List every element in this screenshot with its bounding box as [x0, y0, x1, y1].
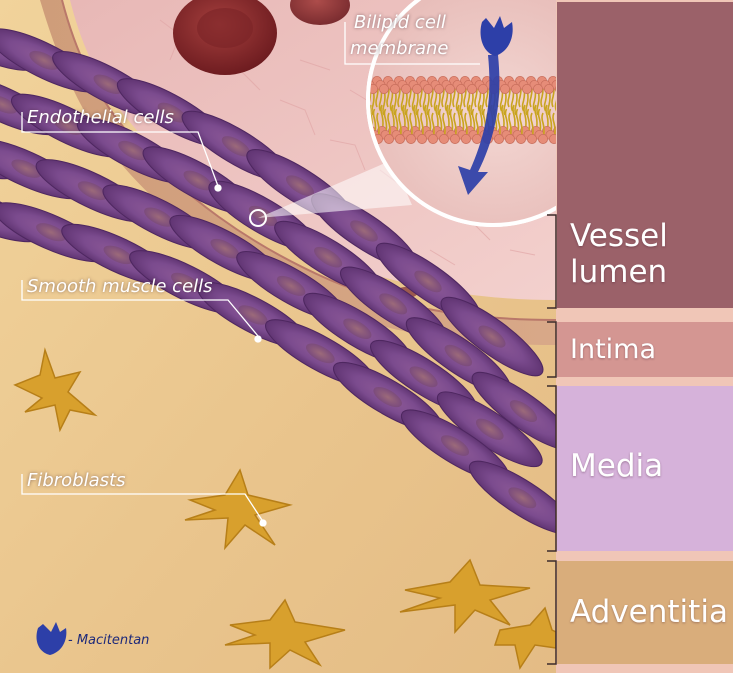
- label-smooth-muscle-cells: Smooth muscle cells: [27, 276, 213, 297]
- lipid-head: [395, 134, 404, 143]
- lipid-head: [505, 134, 514, 143]
- lipid-head: [439, 134, 448, 143]
- lipid-head: [472, 134, 481, 143]
- layer-label-vessel: Vessel: [570, 218, 668, 254]
- lipid-head: [544, 84, 553, 93]
- lipid-head: [406, 134, 415, 143]
- lipid-head: [384, 134, 393, 143]
- lipid-head: [428, 134, 437, 143]
- lipid-head: [511, 84, 520, 93]
- lipid-head: [522, 84, 531, 93]
- lipid-head: [450, 134, 459, 143]
- lipid-head: [445, 84, 454, 93]
- lipid-head: [417, 134, 426, 143]
- lipid-head: [423, 84, 432, 93]
- lipid-head: [494, 134, 503, 143]
- label-fibroblasts: Fibroblasts: [27, 470, 125, 491]
- lipid-head: [538, 134, 547, 143]
- label-bilipid-line1: Bilipid cell: [354, 12, 446, 33]
- label-bilipid-line2: membrane: [350, 38, 448, 59]
- lipid-head: [467, 84, 476, 93]
- layer-label-lumen: lumen: [570, 254, 667, 290]
- lipid-head: [500, 84, 509, 93]
- lipid-head: [461, 134, 470, 143]
- lipid-head: [478, 84, 487, 93]
- lipid-head: [390, 84, 399, 93]
- label-endothelial-cells: Endothelial cells: [27, 107, 174, 128]
- layer-label-media: Media: [570, 448, 663, 484]
- lipid-head: [533, 84, 542, 93]
- lipid-head: [412, 84, 421, 93]
- lipid-head: [456, 84, 465, 93]
- lipid-head: [401, 84, 410, 93]
- legend-macitentan-label: - Macitentan: [68, 633, 149, 648]
- lipid-head: [527, 134, 536, 143]
- lipid-head: [434, 84, 443, 93]
- lipid-head: [516, 134, 525, 143]
- layer-label-adventitia: Adventitia: [570, 594, 728, 630]
- layer-label-intima: Intima: [570, 332, 656, 368]
- lipid-head: [379, 84, 388, 93]
